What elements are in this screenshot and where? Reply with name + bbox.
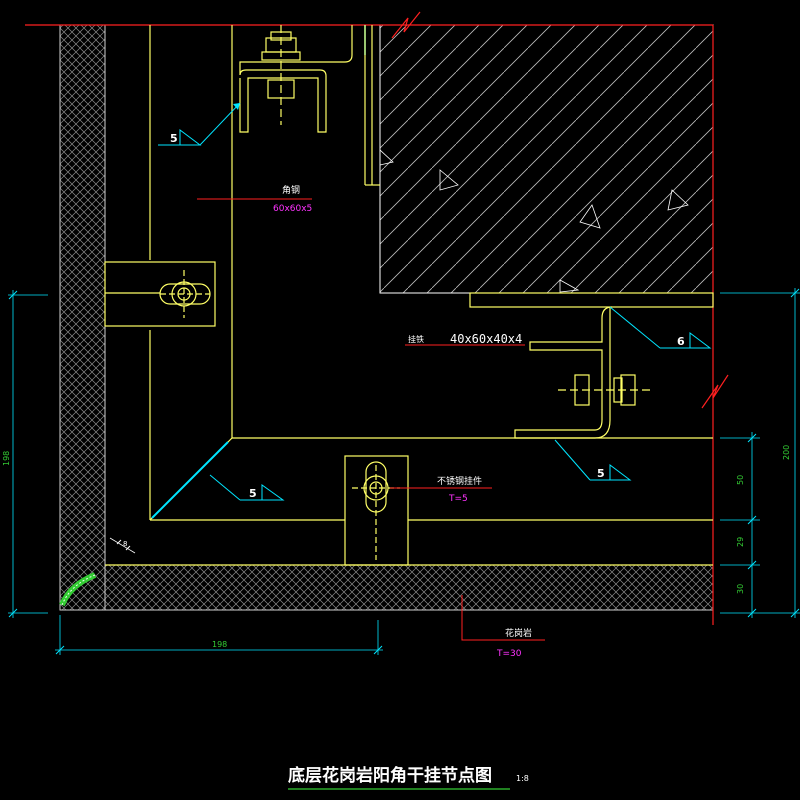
dimension-bottom: 198 bbox=[55, 615, 383, 655]
dimension-right-29: 29 bbox=[736, 537, 745, 547]
weld-symbol-top-left: 5 bbox=[158, 102, 241, 146]
break-mark-right bbox=[701, 374, 729, 409]
dimension-left-value: 198 bbox=[2, 451, 11, 466]
granite-slabs bbox=[59, 24, 714, 611]
concrete-core bbox=[379, 24, 714, 294]
weld-symbol-right: 6 bbox=[609, 306, 712, 349]
drawing-scale: 1:8 bbox=[516, 774, 529, 783]
sealant-bead bbox=[59, 572, 97, 607]
steel-frame bbox=[104, 25, 714, 566]
bolt-bottom bbox=[352, 461, 400, 560]
dimension-right-50: 50 bbox=[736, 475, 745, 485]
hanger-size: 40x60x40x4 bbox=[450, 332, 522, 346]
bolt-right bbox=[558, 374, 650, 406]
bolt-top bbox=[261, 25, 301, 125]
angle-steel-name: 角钢 bbox=[282, 184, 300, 196]
weld-label-bottom-left: 5 bbox=[249, 487, 257, 500]
stainless-name: 不锈钢挂件 bbox=[437, 475, 482, 487]
granite-callout: 花岗岩 T=30 bbox=[461, 595, 545, 659]
title-block: 底层花岗岩阳角干挂节点图 1:8 bbox=[288, 765, 529, 790]
angle-steel-callout: 角钢 60x60x5 bbox=[197, 184, 312, 214]
weld-label-top-left: 5 bbox=[170, 132, 178, 145]
dimension-gap-value: 8 bbox=[123, 540, 127, 548]
weld-symbol-bottom-right: 5 bbox=[554, 439, 632, 481]
break-mark-top bbox=[391, 11, 421, 39]
stainless-thickness: T=5 bbox=[448, 494, 468, 504]
weld-symbol-bottom-left: 5 bbox=[151, 441, 285, 519]
dimension-right: 50 29 30 200 bbox=[720, 288, 800, 618]
dimension-right-total: 200 bbox=[782, 445, 791, 460]
drawing-title: 底层花岗岩阳角干挂节点图 bbox=[288, 765, 492, 786]
dimension-left: 198 bbox=[2, 290, 48, 618]
weld-label-bottom-right: 5 bbox=[597, 467, 605, 480]
hanger-callout: 挂铁 40x60x40x4 bbox=[405, 332, 525, 346]
dimension-bottom-value: 198 bbox=[212, 640, 227, 649]
hanger-name: 挂铁 bbox=[408, 334, 424, 344]
weld-label-right: 6 bbox=[677, 335, 685, 348]
angle-steel-size: 60x60x5 bbox=[273, 204, 312, 214]
granite-thickness: T=30 bbox=[496, 649, 522, 659]
dimension-right-30: 30 bbox=[736, 584, 745, 594]
dimension-gap: 8 bbox=[109, 537, 136, 554]
stainless-callout: 不锈钢挂件 T=5 bbox=[390, 475, 492, 504]
granite-name: 花岗岩 bbox=[505, 627, 532, 639]
bolt-left bbox=[159, 270, 211, 318]
